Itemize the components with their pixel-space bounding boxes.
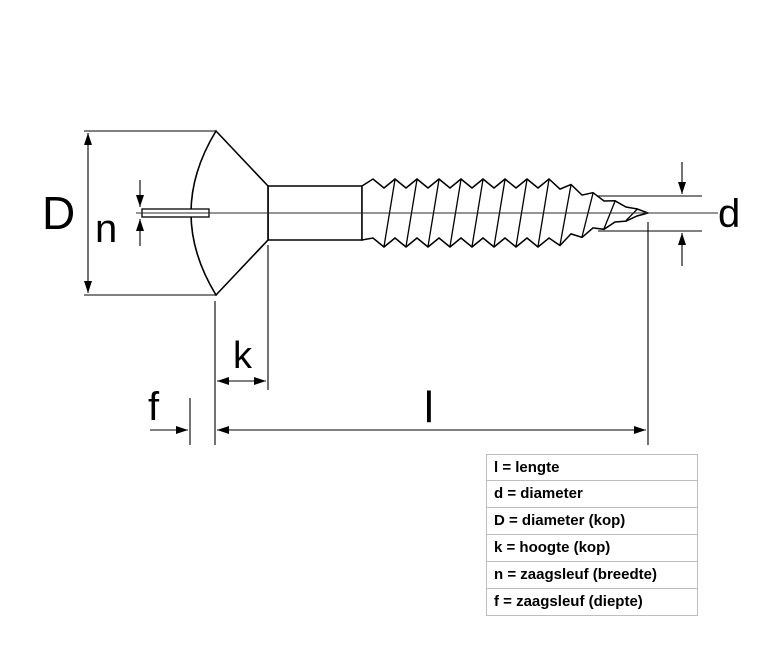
extension-lines [84,130,702,445]
legend-row-k: k = hoogte (kop) [486,535,698,562]
legend-row-f: f = zaagsleuf (diepte) [486,589,698,616]
dim-label-f: f [148,385,160,429]
legend-table: l = lengte d = diameter D = diameter (ko… [486,454,698,616]
dim-label-k: k [233,335,253,377]
dim-label-D: D [42,187,75,239]
legend-row-D: D = diameter (kop) [486,508,698,535]
thread-flank-line [581,193,594,238]
dimension-lines [84,133,686,434]
thread-flank-line [625,208,638,222]
dim-label-d: d [718,192,740,236]
thread-flank-line [559,184,572,246]
dim-label-n: n [95,207,117,251]
legend-row-d: d = diameter [486,481,698,508]
dim-label-l: l [424,383,434,432]
legend-row-l: l = lengte [486,454,698,481]
legend-row-n: n = zaagsleuf (breedte) [486,562,698,589]
thread-flank-line [603,201,616,230]
